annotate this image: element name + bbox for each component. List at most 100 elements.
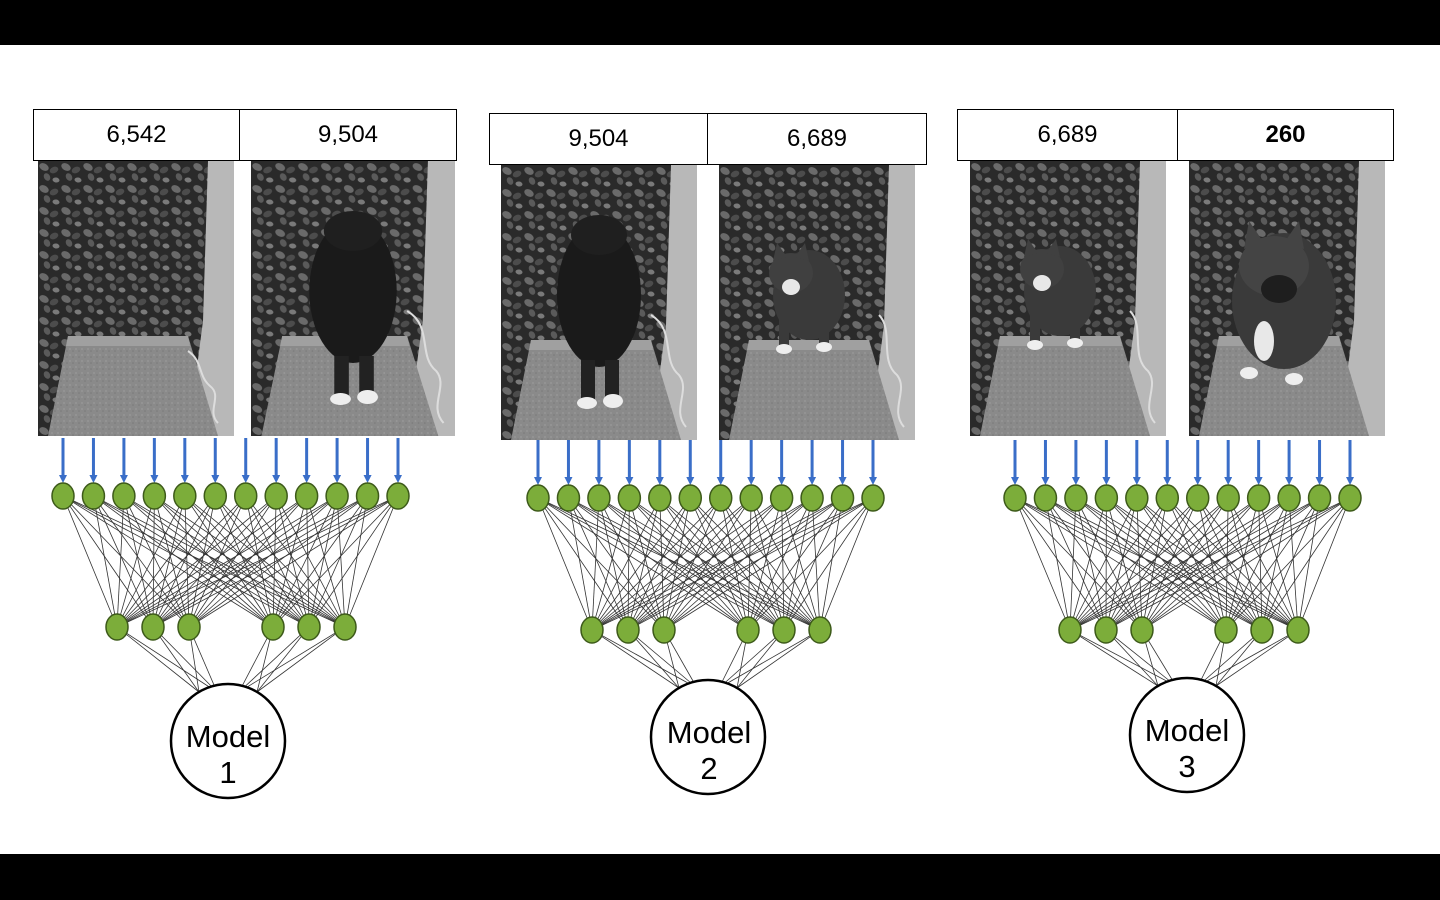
network-edge [1141,497,1199,631]
network-edge [344,495,399,628]
network-edge [123,495,346,628]
input-node [1003,484,1027,512]
network-edge [1141,497,1351,631]
network-edge [1075,497,1107,631]
network-edge [537,497,593,631]
network-edge [1258,497,1299,631]
network-edge [663,497,782,631]
network-edge [591,629,698,689]
frame-count-cell: 6,689 [957,109,1178,161]
network-edge [747,497,874,631]
network-edge [568,497,821,631]
input-node [800,484,824,512]
network-edge [720,497,821,631]
network-edge [62,495,154,628]
network-edge [272,495,277,628]
input-node [325,482,349,510]
network-edge [188,495,399,628]
network-edge [629,497,821,631]
input-node [51,482,75,510]
network-edge [750,497,785,631]
hidden-node [177,613,201,641]
network-edge [275,495,310,628]
network-edge [1141,497,1320,631]
cat-photo [501,165,697,440]
input-node [587,484,611,512]
hidden-node [297,613,321,641]
hidden-node [333,613,357,641]
network-edge [1075,497,1227,631]
network-edge [819,497,843,631]
network-edge [1225,497,1320,631]
input-node [678,484,703,512]
network-edge [1106,497,1263,631]
input-node [617,484,642,512]
network-edge [598,497,629,631]
network-edge [819,497,874,631]
hidden-node [1286,616,1310,644]
network-edge [736,629,821,689]
model-label-line: Model [1144,713,1230,748]
network-edge [116,495,307,628]
network-edge [663,629,698,689]
network-edge [123,495,310,628]
network-edge [1106,497,1227,631]
hidden-node [1130,616,1154,644]
network-edge [627,629,698,689]
network-edge [93,495,310,628]
input-node [708,484,733,512]
network-edge [627,497,722,631]
network-edge [275,495,346,628]
model-label-line: 1 [219,755,237,790]
network-edge [1105,629,1159,687]
input-node [1307,484,1332,512]
network-edge [591,497,691,631]
network-edge [214,495,346,628]
network-edge [1106,497,1299,631]
hidden-node [141,613,165,641]
hidden-node [772,616,796,644]
network-edge [1288,497,1299,631]
network-edge [308,495,399,628]
network-edge [1014,497,1143,631]
cat-photo [1189,161,1385,436]
hidden-node [261,613,285,641]
network-edge [718,629,821,689]
network-edge [689,497,749,631]
network-edge [1297,497,1320,631]
model-label-line: 3 [1178,749,1196,784]
network-edge [781,497,785,631]
network-edge [591,497,752,631]
input-node [81,482,106,510]
network-edge [306,495,310,628]
network-edge [1197,497,1263,631]
network-edge [238,626,310,693]
network-edge [214,495,310,628]
network-edge [659,497,821,631]
network-edge [720,497,785,631]
network-edge [1069,497,1199,631]
model-2-label: Model 2 [651,715,767,787]
network-edge [537,497,665,631]
frame-count-cell: 9,504 [489,113,708,165]
network-edge [116,495,155,628]
network-edge [272,495,399,628]
network-edge [256,626,274,693]
network-edge [256,626,346,693]
cat-photo [251,161,455,436]
input-node [294,482,319,510]
hidden-node [808,616,832,644]
network-edge [591,497,813,631]
network-edge [188,495,368,628]
network-edge [1197,497,1227,631]
network-edge [62,495,346,628]
network-edge [1166,497,1227,631]
input-node [1064,484,1088,512]
network-edge [272,495,308,628]
network-edge [272,495,338,628]
network-edge [811,497,821,631]
network-edge [116,495,338,628]
hidden-node [1094,616,1118,644]
network-edge [1136,497,1299,631]
network-edge [1069,497,1168,631]
